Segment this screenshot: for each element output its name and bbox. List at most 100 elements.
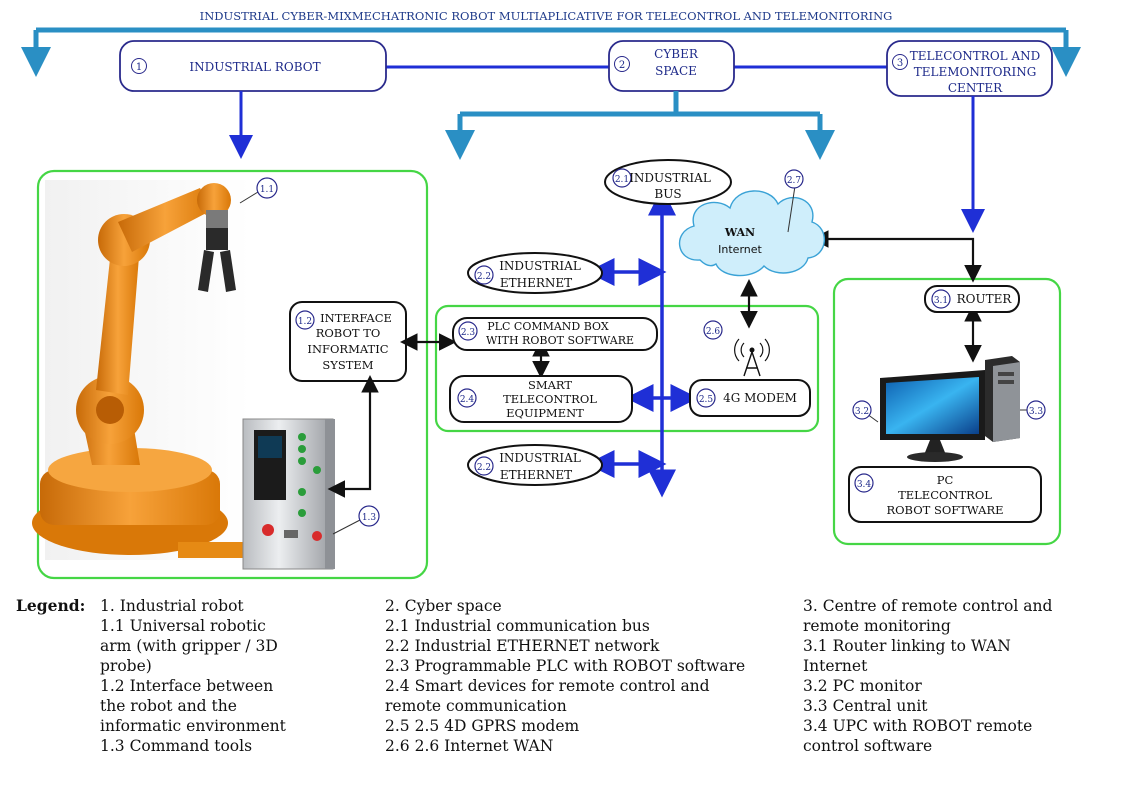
legend-item: 2.5 2.5 4D GPRS modem <box>385 717 580 735</box>
node-label-line1: PLC COMMAND BOX <box>487 320 609 333</box>
legend-item: 2.2 Industrial ETHERNET network <box>385 637 660 655</box>
callout-cabinet: 1.3 <box>332 505 380 535</box>
node-industrial-robot: 1 INDUSTRIAL ROBOT <box>119 40 387 92</box>
callout-number: 1.3 <box>362 513 377 523</box>
legend-item: 3.1 Router linking to WAN <box>803 637 1011 655</box>
legend-item: control software <box>803 737 933 755</box>
top-trunk-line <box>21 27 1081 77</box>
callout-number: 2.6 <box>706 327 721 337</box>
node-label: ROUTER <box>957 292 1013 306</box>
node-number: 3.4 <box>857 480 872 490</box>
node-number: 2.1 <box>615 175 629 185</box>
bus-connections <box>586 258 699 478</box>
legend-item: 2.6 2.6 Internet WAN <box>385 737 554 755</box>
legend-item: 1.3 Command tools <box>100 737 253 755</box>
node-smart-telecontrol: 2.4 SMART TELECONTROL EQUIPMENT <box>449 375 633 423</box>
legend-item: 2.3 Programmable PLC with ROBOT software <box>385 657 746 675</box>
node-telecontrol-center: 3 TELECONTROL AND TELEMONITORING CENTER <box>886 40 1053 97</box>
black-connectors <box>327 230 982 498</box>
callout-number: 3.2 <box>855 407 869 417</box>
pc-tower-image: 3.3 <box>985 356 1046 442</box>
node-label: 4G MODEM <box>723 391 797 405</box>
legend-item: informatic environment <box>100 717 286 735</box>
node-label-line2: SPACE <box>655 64 697 78</box>
node-4g-modem: 2.5 4G MODEM <box>689 379 811 417</box>
node-label-line1: PC <box>937 473 954 487</box>
legend-column-robot: 1. Industrial robot 1.1 Universal robotic… <box>100 596 286 756</box>
node-industrial-bus: 2.1 INDUSTRIAL BUS <box>604 159 732 205</box>
pc-monitor-image: 3.2 <box>852 370 985 462</box>
robot-frame <box>36 169 429 580</box>
legend-item: 3.2 PC monitor <box>803 677 922 695</box>
legend-item: probe) <box>100 657 152 675</box>
legend-column-cyber: 2. Cyber space 2.1 Industrial communicati… <box>385 596 745 756</box>
down-arrows <box>229 91 985 233</box>
legend-item: 2. Cyber space <box>385 597 502 615</box>
node-ethernet-top: 2.2 INDUSTRIAL ETHERNET <box>467 252 603 294</box>
diagram-title: INDUSTRIAL CYBER-MIXMECHATRONIC ROBOT MU… <box>200 9 893 23</box>
legend-item: 3. Centre of remote control and <box>803 597 1053 615</box>
node-label-line3: CENTER <box>948 81 1003 95</box>
legend-item: 3.3 Central unit <box>803 697 928 715</box>
node-number: 1 <box>136 62 142 73</box>
callout-number: 1.1 <box>260 185 274 195</box>
node-label: INDUSTRIAL ROBOT <box>189 60 320 74</box>
node-number: 2 <box>619 60 625 71</box>
legend-item: 3.4 UPC with ROBOT remote <box>803 717 1033 735</box>
node-plc-command-box: 2.3 PLC COMMAND BOX WITH ROBOT SOFTWARE <box>452 317 658 351</box>
legend-item: 2.1 Industrial communication bus <box>385 617 650 635</box>
node-ethernet-bottom: 2.2 INDUSTRIAL ETHERNET <box>467 444 603 486</box>
node-label-line3: INFORMATIC <box>307 342 388 356</box>
legend-item: 2.4 Smart devices for remote control and <box>385 677 710 695</box>
wan-label: WAN <box>724 226 755 239</box>
legend-item: remote monitoring <box>803 617 951 635</box>
robot-arm-image <box>32 180 250 560</box>
legend-item: the robot and the <box>100 697 237 715</box>
node-label-line3: EQUIPMENT <box>506 406 584 420</box>
node-label-line4: SYSTEM <box>322 358 373 372</box>
node-number: 2.2 <box>477 272 491 282</box>
node-label-line1: TELECONTROL AND <box>910 49 1040 63</box>
node-number: 2.3 <box>461 328 476 338</box>
legend-item: arm (with gripper / 3D <box>100 637 278 655</box>
node-label-line1: SMART <box>528 378 572 392</box>
legend-item: Internet <box>803 657 868 675</box>
node-router: 3.1 ROUTER <box>924 285 1020 313</box>
node-cyber-space: 2 CYBER SPACE <box>608 40 735 92</box>
node-label-line1: INTERFACE <box>320 311 392 325</box>
cyber-branch-line <box>445 91 835 160</box>
node-label-line3: ROBOT SOFTWARE <box>886 503 1003 517</box>
antenna-icon: 2.6 <box>703 320 770 377</box>
node-interface: 1.2 INTERFACE ROBOT TO INFORMATIC SYSTEM <box>289 301 407 382</box>
node-label-line2: BUS <box>654 187 681 201</box>
callout-arm: 1.1 <box>239 177 278 204</box>
node-number: 2.5 <box>699 395 714 405</box>
legend-item: 1.1 Universal robotic <box>100 617 266 635</box>
node-pc-software: 3.4 PC TELECONTROL ROBOT SOFTWARE <box>848 466 1042 523</box>
node-number: 2.2 <box>477 463 491 473</box>
node-number: 1.2 <box>298 317 312 327</box>
legend-item: remote communication <box>385 697 567 715</box>
legend-item: 1.2 Interface between <box>100 677 274 695</box>
legend-heading: Legend: <box>16 596 86 615</box>
node-label-line1: INDUSTRIAL <box>499 451 581 465</box>
wan-sublabel: Internet <box>718 243 762 256</box>
legend-column-center: 3. Centre of remote control and remote mo… <box>803 596 1052 756</box>
node-label-line2: ETHERNET <box>500 276 572 290</box>
wan-cloud: WAN Internet 2.7 <box>678 169 826 277</box>
node-number: 3 <box>897 58 903 69</box>
node-label-line2: TELEMONITORING <box>914 65 1037 79</box>
node-label-line1: INDUSTRIAL <box>499 259 581 273</box>
node-label-line2: ROBOT TO <box>316 326 381 340</box>
node-label-line2: TELECONTROL <box>503 392 597 406</box>
node-number: 2.4 <box>460 395 475 405</box>
command-cabinet-image <box>242 418 335 570</box>
node-label-line2: WITH ROBOT SOFTWARE <box>486 334 634 347</box>
node-label-line2: ETHERNET <box>500 468 572 482</box>
node-label-line2: TELECONTROL <box>898 488 992 502</box>
legend-item: 1. Industrial robot <box>100 597 244 615</box>
callout-number: 2.7 <box>787 176 802 186</box>
node-label-line1: CYBER <box>654 47 699 61</box>
cyber-frame <box>434 304 820 433</box>
